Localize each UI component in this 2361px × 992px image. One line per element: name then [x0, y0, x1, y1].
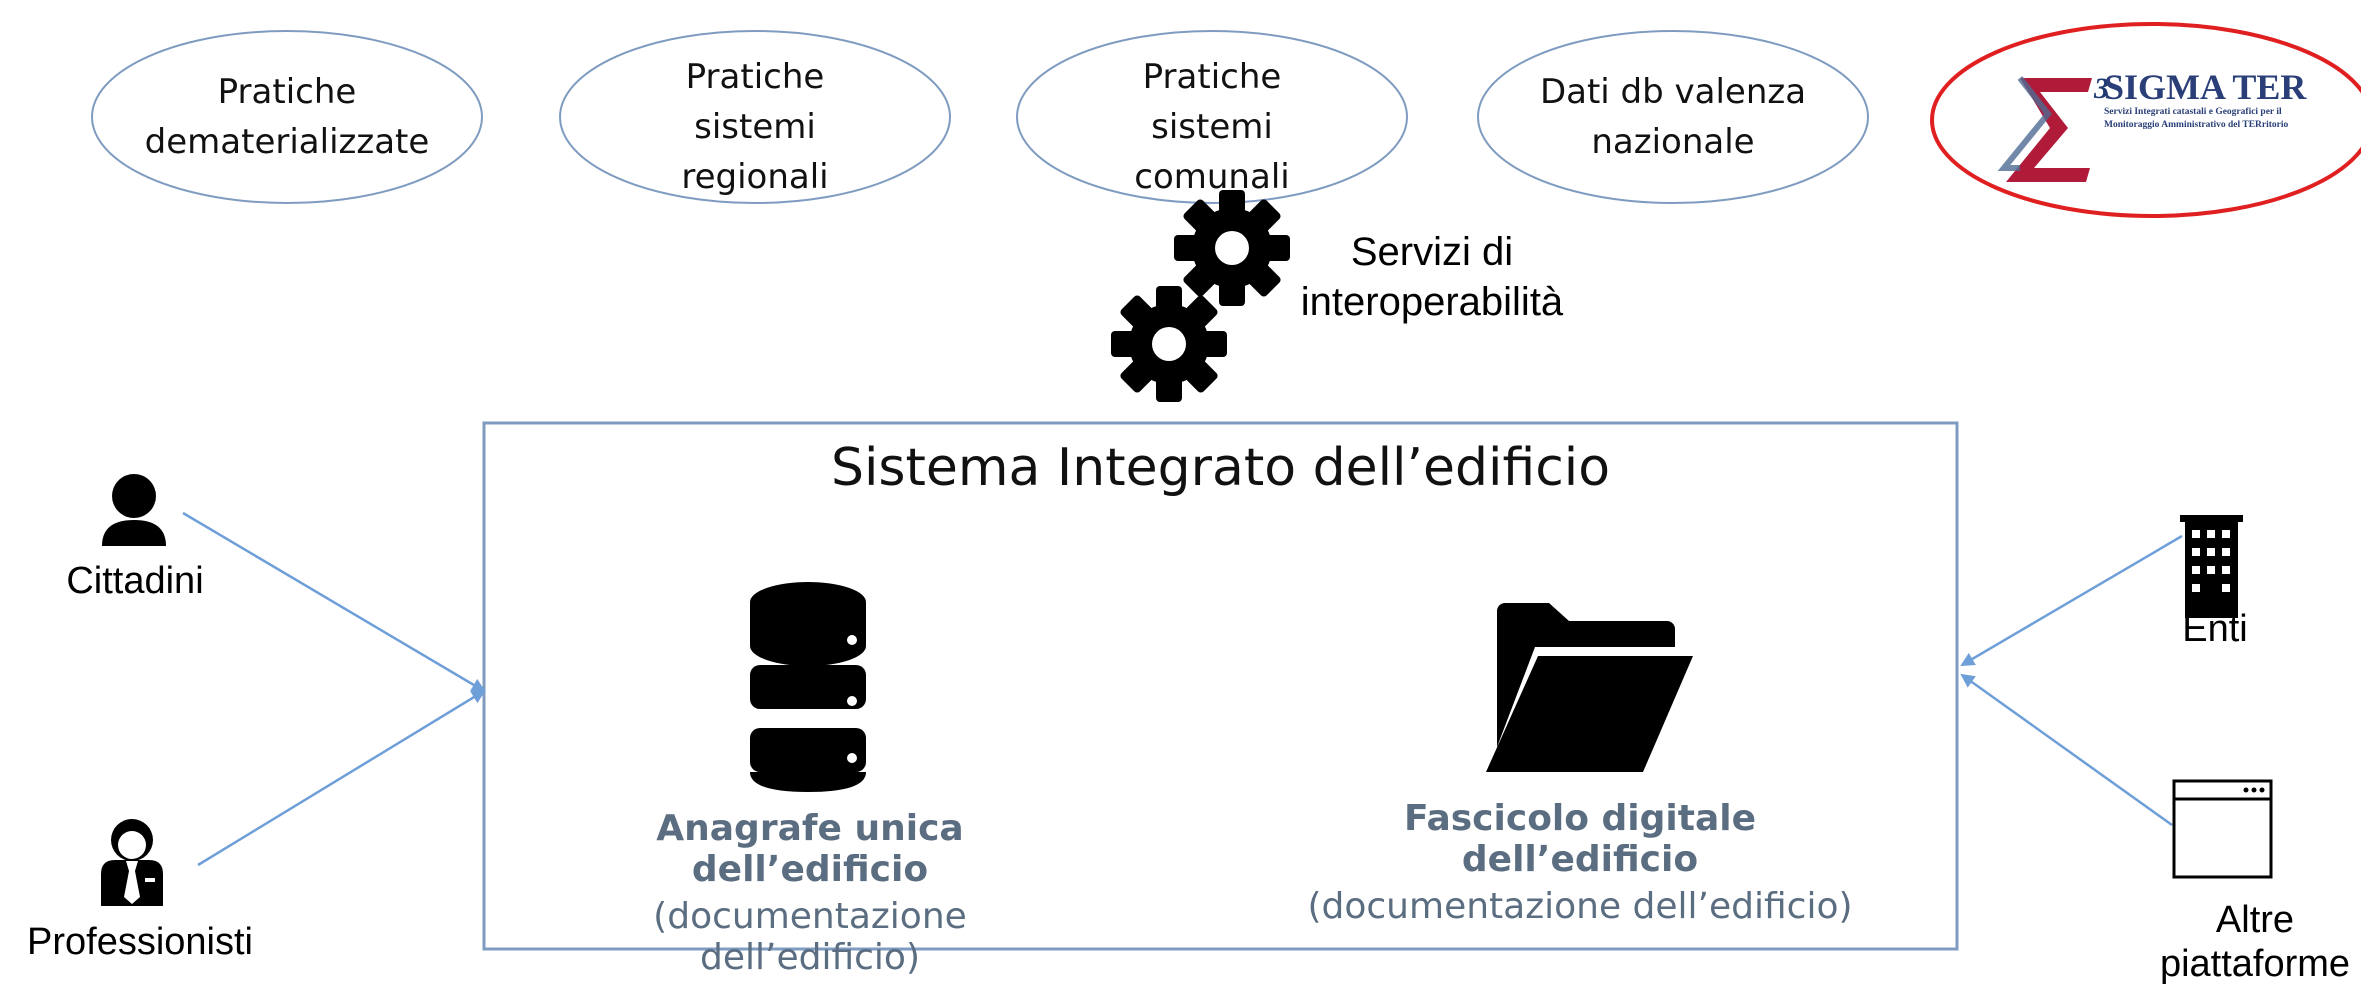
gear-icon — [1111, 286, 1227, 402]
professional-icon — [101, 819, 163, 906]
actor-label-altre-piattaforme: Altre piattaforme — [2159, 899, 2351, 985]
person-icon — [102, 474, 166, 546]
source-label-dematerializzate: Pratiche dematerializzate — [144, 72, 430, 162]
arrow-altre-piattaforme — [1960, 673, 2173, 827]
source-label-regionali: Pratiche sistemi regionali — [681, 57, 829, 197]
sigma-ter-tagline-1: Servizi Integrati catastali e Geografici… — [2104, 107, 2282, 117]
svg-text:3: 3 — [2093, 72, 2109, 105]
source-label-comunali: Pratiche sistemi comunali — [1134, 57, 1290, 197]
building-icon — [2180, 515, 2243, 618]
sigma-ter-tagline-2: Monitoraggio Amministrativo del TERritor… — [2104, 120, 2289, 130]
sigma-ter-name: SIGMA TER — [2104, 67, 2307, 107]
anagrafe-title: Anagrafe unica dell’edificio — [656, 808, 964, 890]
arrow-enti — [1960, 534, 2183, 667]
fascicolo-title: Fascicolo digitale dell’edificio — [1403, 798, 1757, 880]
source-ellipse-3 — [1016, 30, 1408, 204]
gear-icon — [1174, 190, 1290, 306]
sigma-ter-highlight — [1930, 22, 2361, 218]
actor-label-professionisti: Professionisti — [27, 921, 253, 963]
browser-window-icon — [2172, 779, 2273, 879]
system-title: Sistema Integrato dell’edificio — [830, 438, 1611, 498]
arrow-cittadini — [182, 511, 486, 693]
anagrafe-block: Anagrafe unica dell’edificio (documentaz… — [540, 808, 1080, 978]
arrow-professionisti — [197, 689, 486, 867]
sigma-ter-brand: SIGMA TER Servizi Integrati catastali e … — [2104, 68, 2354, 132]
actor-label-enti: Enti — [2182, 608, 2248, 650]
interoperability-services-label: Servizi di interoperabilità — [1300, 230, 1564, 324]
source-ellipse-1 — [91, 30, 483, 204]
database-icon — [750, 582, 866, 792]
source-label-db-nazionale: Dati db valenza nazionale — [1539, 72, 1807, 162]
actor-label-cittadini: Cittadini — [66, 560, 204, 602]
source-ellipse-2 — [559, 30, 951, 204]
fascicolo-block: Fascicolo digitale dell’edificio (docume… — [1300, 798, 1860, 927]
anagrafe-subtitle: (documentazione dell’edificio) — [653, 896, 967, 978]
folder-icon — [1486, 603, 1693, 772]
sigma-ter-logo: 3 — [1997, 72, 2109, 182]
fascicolo-subtitle: (documentazione dell’edificio) — [1307, 886, 1853, 927]
source-ellipse-4 — [1477, 30, 1869, 204]
